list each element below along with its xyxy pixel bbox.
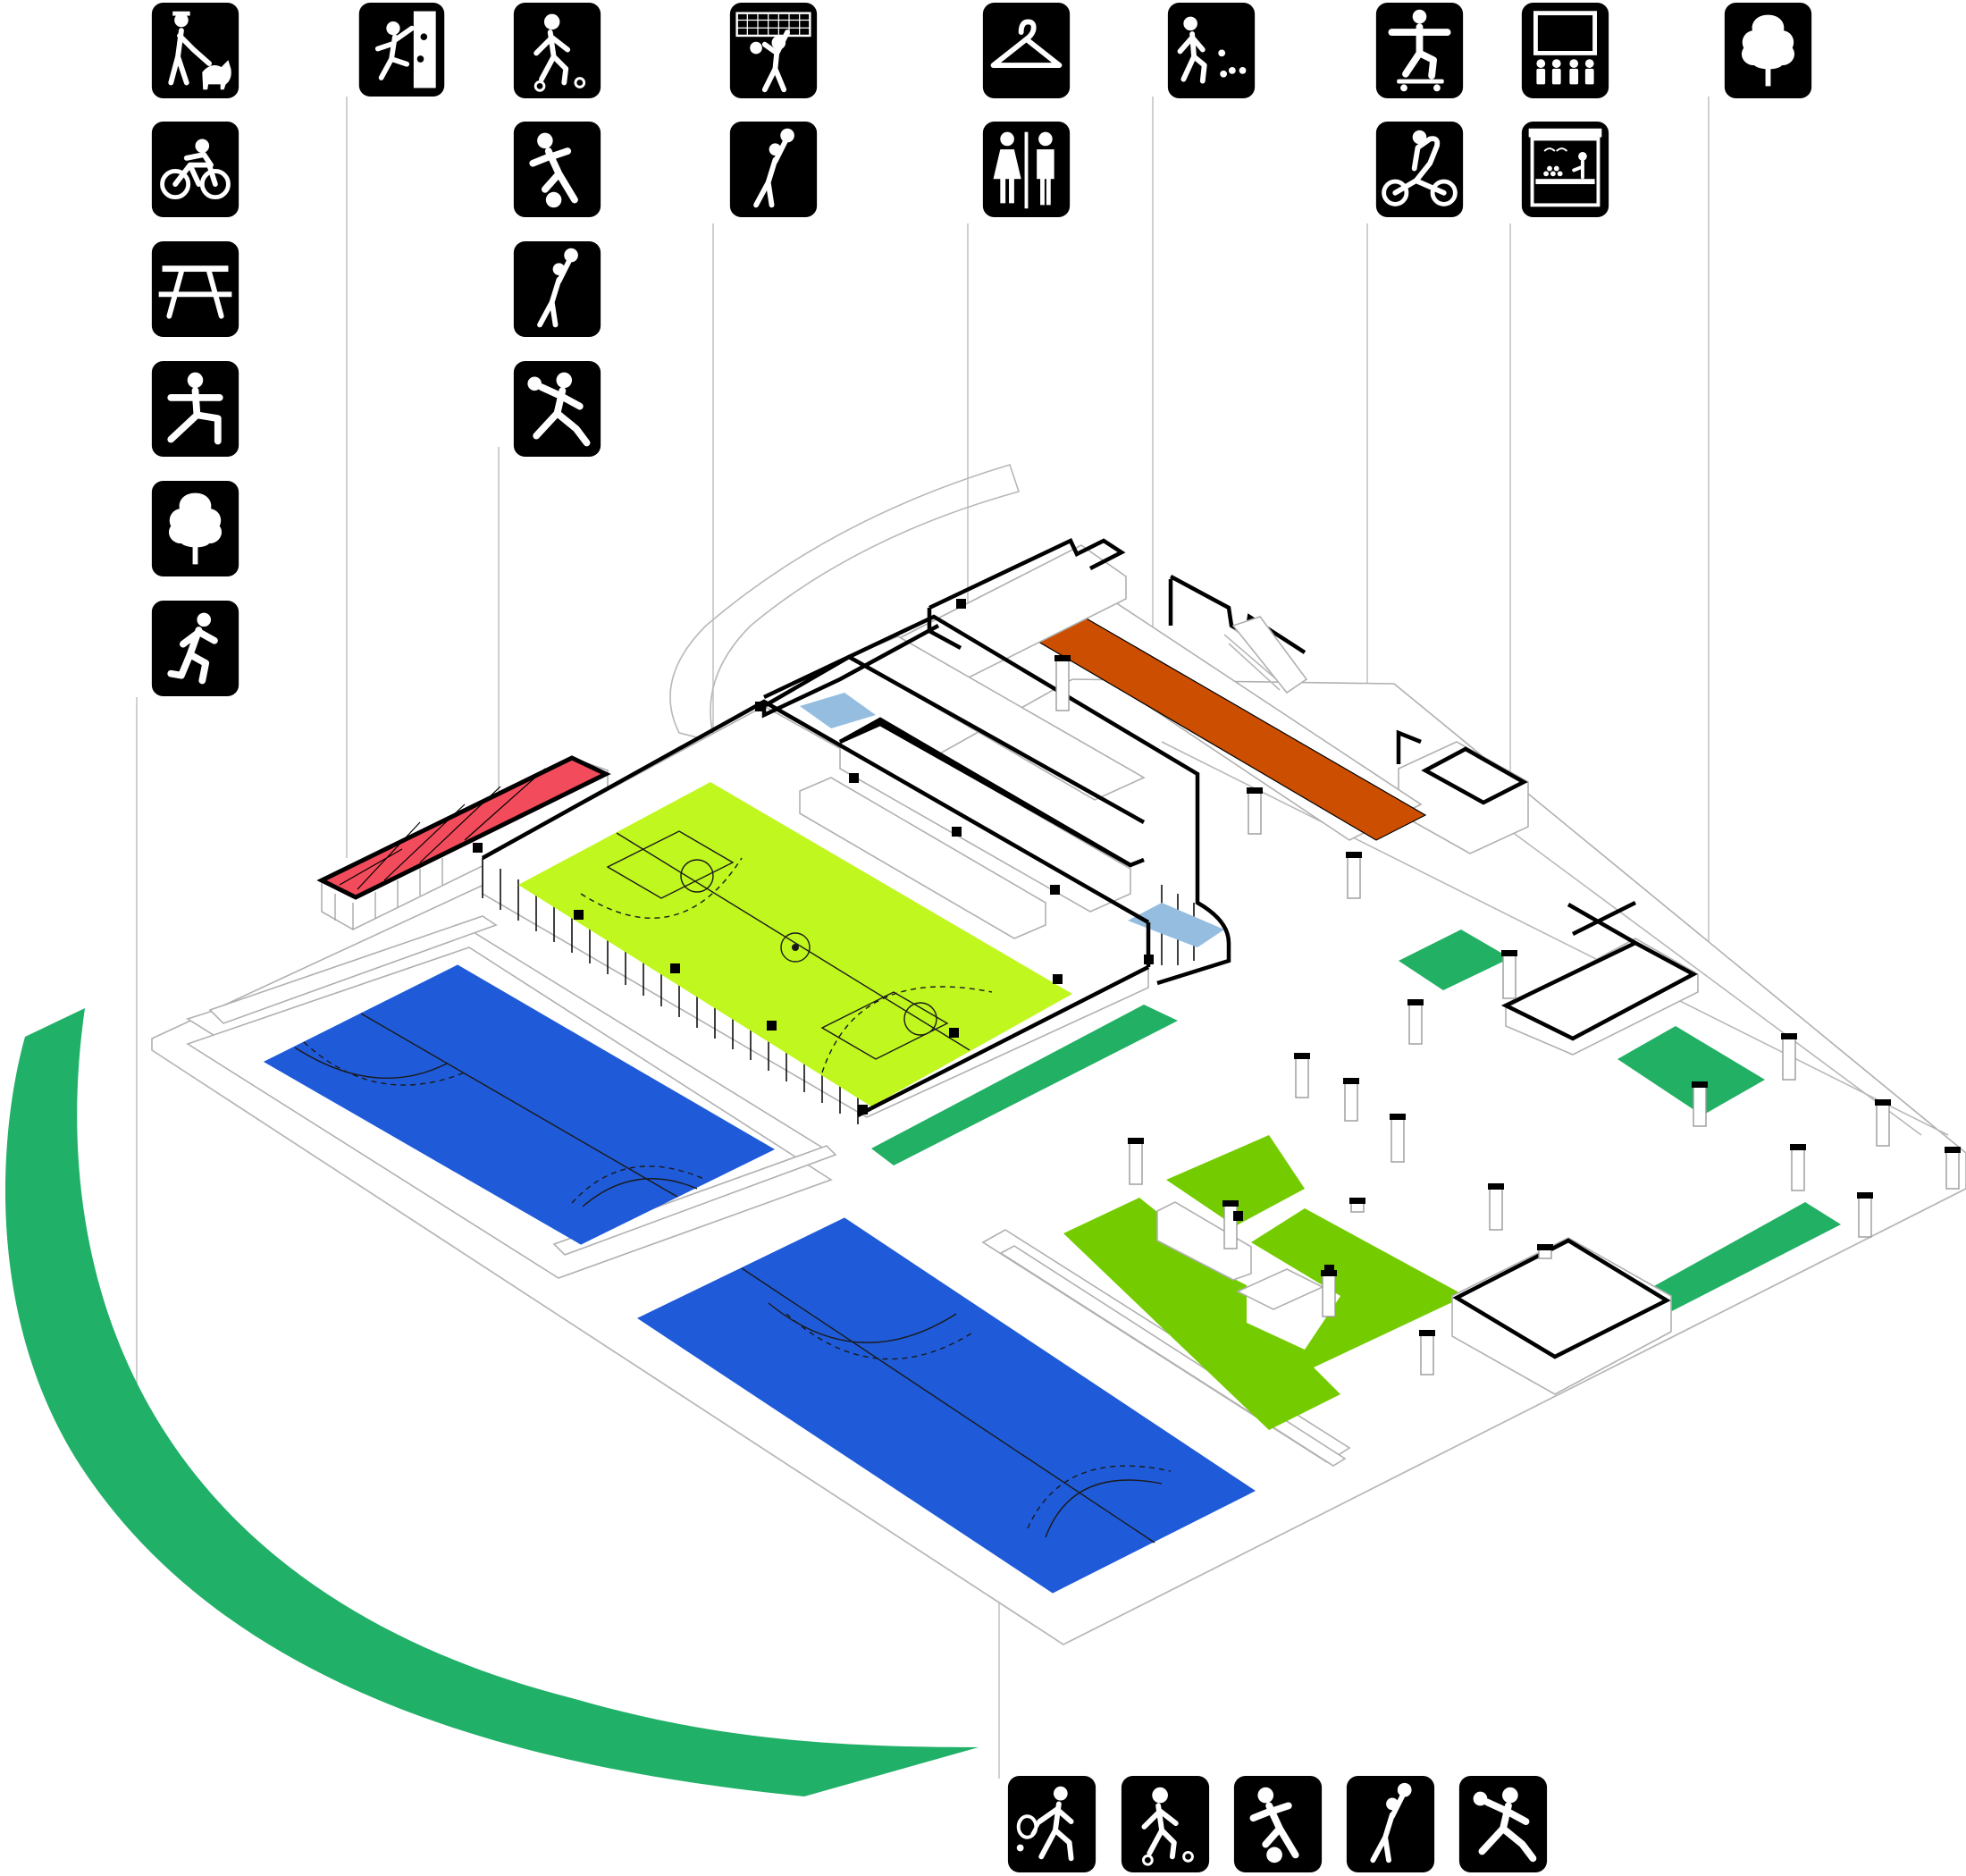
dog-walking-icon (152, 3, 239, 98)
pillar (1222, 1200, 1239, 1249)
icon-column-1 (152, 3, 239, 696)
pillar (1488, 1183, 1504, 1231)
restroom-icon (982, 122, 1071, 217)
skate-park (1063, 1135, 1466, 1430)
pillar (1419, 1330, 1435, 1375)
basketball-icon (1347, 1776, 1434, 1872)
green-sweep-arc (4, 1008, 979, 1796)
icon-column-9 (1724, 3, 1812, 98)
left-blue-court-area (186, 915, 837, 1279)
soccer-kick-icon (514, 122, 601, 217)
pillar (1790, 1144, 1806, 1191)
track-area (1017, 575, 1427, 841)
pillar (1247, 787, 1263, 835)
icon-column-2 (359, 3, 444, 97)
climbing-wall-icon (359, 3, 444, 97)
basketball-icon (514, 241, 601, 337)
pillar (1346, 852, 1362, 899)
football-dribble-icon (514, 3, 601, 98)
running-icon (152, 601, 239, 696)
pillar (1875, 1099, 1891, 1147)
cloakroom-hanger-icon (983, 3, 1070, 98)
bottom-icon-row (1008, 1776, 1547, 1872)
pillar (1390, 1114, 1406, 1163)
tree-icon (151, 481, 239, 576)
pillar (1343, 1078, 1359, 1122)
pavilions (1396, 729, 1699, 1395)
icon-column-3 (514, 3, 601, 457)
bmx-bike-icon (1376, 122, 1463, 217)
exercise-icon (152, 361, 239, 457)
icon-column-4 (730, 3, 817, 217)
bottom-handball-court (636, 1217, 1256, 1594)
site-pillars (1054, 655, 1961, 1375)
pillar (1781, 1033, 1797, 1081)
green-strips (871, 930, 1841, 1314)
icon-column-5 (983, 3, 1070, 217)
soccer-kick-icon (1234, 1776, 1322, 1872)
pillar (1407, 999, 1424, 1045)
football-dribble-icon (1122, 1776, 1209, 1872)
basketball-icon (730, 122, 817, 217)
cinema-screen-icon (1522, 3, 1609, 98)
tennis-icon (1008, 1776, 1096, 1872)
pillar (1857, 1192, 1873, 1238)
handball-icon (1459, 1776, 1547, 1872)
skateboard-icon (1376, 3, 1463, 98)
climbing-wall-facade (334, 858, 443, 930)
climbing-wall (316, 755, 611, 930)
icon-column-6 (1168, 3, 1255, 98)
pillar (1128, 1138, 1144, 1185)
pillar (1692, 1081, 1708, 1127)
icon-column-8 (1522, 3, 1609, 217)
hall-posts (473, 599, 1334, 1275)
handball-icon (514, 361, 601, 457)
picnic-table-icon (152, 241, 239, 337)
pillar (1945, 1147, 1961, 1190)
pillar (1054, 655, 1071, 711)
pillar (1349, 1198, 1365, 1213)
icon-column-7 (1376, 3, 1463, 217)
cycling-icon (152, 122, 239, 217)
bowling-petanque-icon (1168, 3, 1255, 98)
pillar (1501, 950, 1517, 999)
volleyball-icon (730, 3, 817, 98)
tree-icon (1724, 3, 1812, 98)
pillar (1294, 1053, 1310, 1098)
market-stall-icon (1522, 122, 1609, 217)
pillar (1321, 1270, 1337, 1317)
pillar (1537, 1244, 1553, 1259)
